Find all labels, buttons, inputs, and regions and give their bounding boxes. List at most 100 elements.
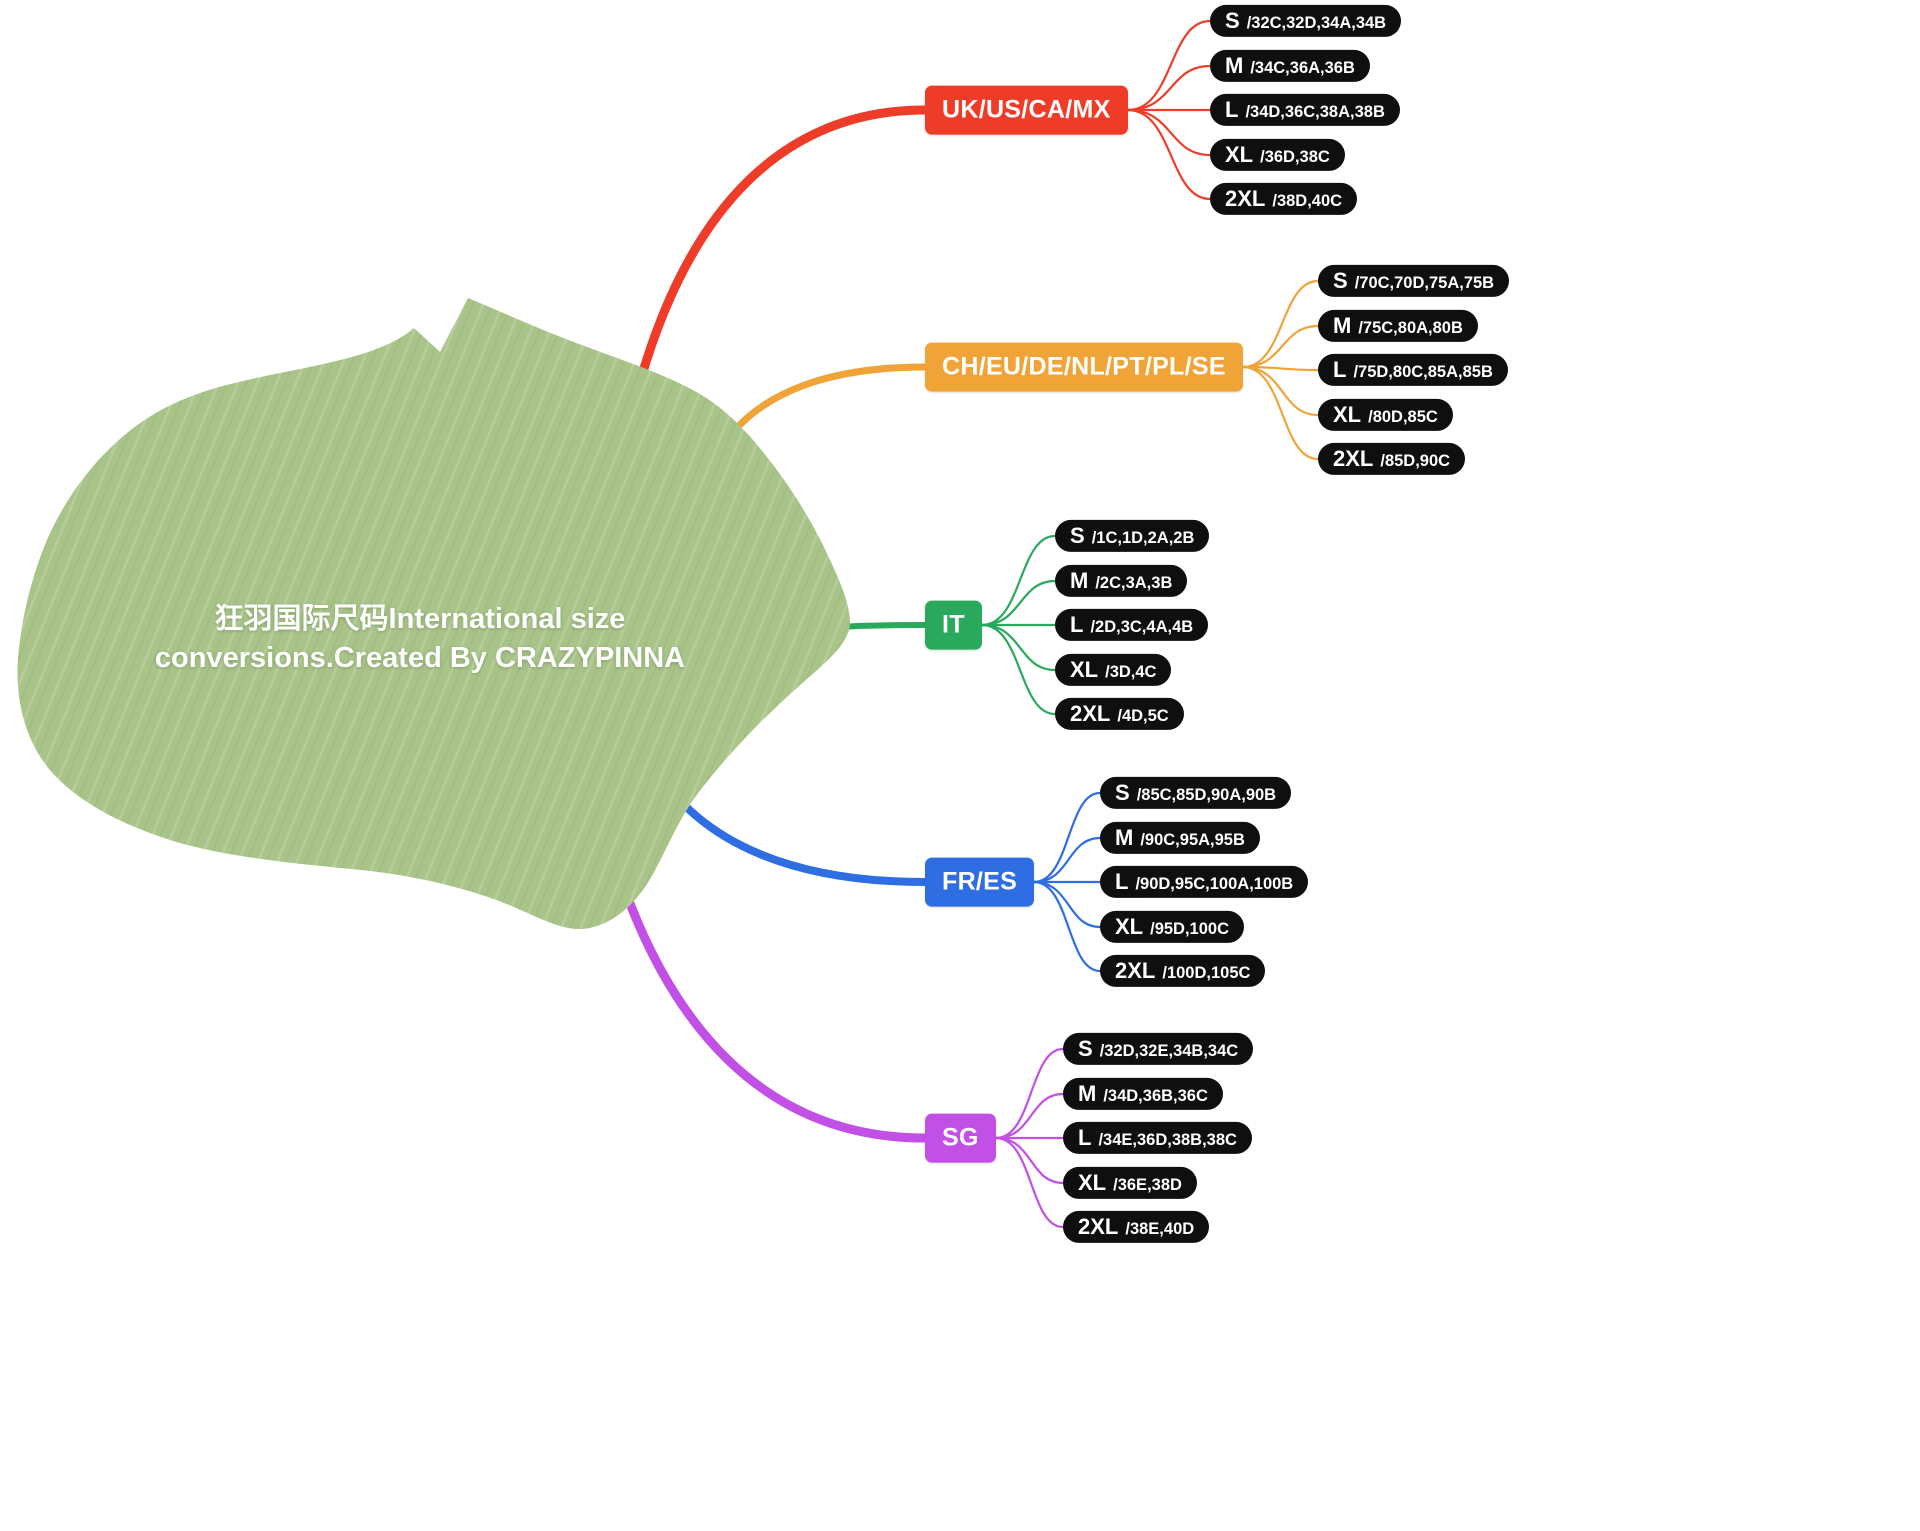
size-label: S xyxy=(1333,267,1348,293)
size-values: /38E,40D xyxy=(1125,1219,1195,1238)
connector-curve xyxy=(1241,279,1320,369)
connector-curve xyxy=(1032,791,1102,884)
connector-curve xyxy=(1032,880,1102,973)
size-label: L xyxy=(1225,96,1239,122)
root-topic-line1: 狂羽国际尺码International size xyxy=(214,603,626,635)
branch-node-fr-es[interactable]: FR/ES xyxy=(925,857,1035,907)
size-label: 2XL xyxy=(1225,185,1266,211)
size-node-uk-us-ca-mx-s[interactable]: S/32C,32D,34A,34B xyxy=(1210,4,1402,38)
size-node-ch-eu-de-nl-pt-pl-se-2xl[interactable]: 2XL/85D,90C xyxy=(1318,442,1466,476)
root-topic[interactable]: 狂羽国际尺码International size conversions.Cre… xyxy=(90,600,750,678)
size-label: XL xyxy=(1115,913,1144,939)
connector-curve xyxy=(980,623,1057,672)
size-values: /36D,38C xyxy=(1260,147,1330,166)
size-values: /2C,3A,3B xyxy=(1095,573,1173,592)
size-label: 2XL xyxy=(1078,1213,1119,1239)
size-node-uk-us-ca-mx-2xl[interactable]: 2XL/38D,40C xyxy=(1210,182,1358,216)
size-node-uk-us-ca-mx-l[interactable]: L/34D,36C,38A,38B xyxy=(1210,93,1400,127)
size-node-sg-s[interactable]: S/32D,32E,34B,34C xyxy=(1063,1032,1254,1066)
size-node-it-l[interactable]: L/2D,3C,4A,4B xyxy=(1055,608,1209,642)
size-values: /90C,95A,95B xyxy=(1140,830,1245,849)
size-label: M xyxy=(1225,52,1244,78)
connector-curve xyxy=(1241,365,1320,461)
connector-curve xyxy=(1241,365,1320,417)
size-label: S xyxy=(1070,522,1085,548)
branch-curve xyxy=(625,105,930,425)
size-node-sg-l[interactable]: L/34E,36D,38B,38C xyxy=(1063,1121,1252,1155)
connector-curve xyxy=(994,1047,1065,1140)
size-node-fr-es-xl[interactable]: XL/95D,100C xyxy=(1100,910,1245,943)
connector-curve xyxy=(1241,324,1320,369)
size-label: XL xyxy=(1070,656,1099,682)
size-values: /4D,5C xyxy=(1117,706,1169,725)
size-label: S xyxy=(1225,7,1240,33)
branch-node-it[interactable]: IT xyxy=(925,600,982,650)
size-node-fr-es-s[interactable]: S/85C,85D,90A,90B xyxy=(1100,776,1292,810)
size-values: /90D,95C,100A,100B xyxy=(1135,874,1294,893)
size-node-sg-xl[interactable]: XL/36E,38D xyxy=(1063,1166,1197,1199)
size-label: S xyxy=(1078,1035,1093,1061)
size-label: XL xyxy=(1333,401,1362,427)
size-node-it-2xl[interactable]: 2XL/4D,5C xyxy=(1055,697,1184,731)
size-node-fr-es-2xl[interactable]: 2XL/100D,105C xyxy=(1100,954,1266,988)
size-node-ch-eu-de-nl-pt-pl-se-m[interactable]: M/75C,80A,80B xyxy=(1318,309,1478,342)
connector-curve xyxy=(1126,64,1212,112)
connector-curve xyxy=(1126,108,1212,157)
size-label: M xyxy=(1115,824,1134,850)
size-node-it-xl[interactable]: XL/3D,4C xyxy=(1055,653,1172,686)
size-label: M xyxy=(1333,312,1352,338)
size-values: /85D,90C xyxy=(1380,451,1451,470)
size-values: /75D,80C,85A,85B xyxy=(1353,362,1493,381)
branch-node-sg[interactable]: SG xyxy=(925,1113,996,1163)
size-values: /95D,100C xyxy=(1150,919,1230,938)
size-values: /38D,40C xyxy=(1272,191,1343,210)
size-label: L xyxy=(1115,868,1129,894)
size-node-fr-es-l[interactable]: L/90D,95C,100A,100B xyxy=(1100,865,1309,899)
branch-node-ch-eu-de-nl-pt-pl-se[interactable]: CH/EU/DE/NL/PT/PL/SE xyxy=(925,342,1243,392)
size-node-sg-m[interactable]: M/34D,36B,36C xyxy=(1063,1077,1223,1110)
size-label: 2XL xyxy=(1070,700,1111,726)
size-node-ch-eu-de-nl-pt-pl-se-xl[interactable]: XL/80D,85C xyxy=(1318,398,1453,431)
connector-curve xyxy=(994,1092,1065,1140)
size-label: XL xyxy=(1225,141,1254,167)
size-values: /100D,105C xyxy=(1162,963,1251,982)
size-node-fr-es-m[interactable]: M/90C,95A,95B xyxy=(1100,821,1260,854)
size-node-it-s[interactable]: S/1C,1D,2A,2B xyxy=(1055,519,1210,553)
root-topic-line2: conversions.Created By CRAZYPINNA xyxy=(154,642,686,674)
size-values: /3D,4C xyxy=(1105,662,1157,681)
size-values: /2D,3C,4A,4B xyxy=(1090,617,1194,636)
size-node-it-m[interactable]: M/2C,3A,3B xyxy=(1055,564,1188,597)
size-node-ch-eu-de-nl-pt-pl-se-l[interactable]: L/75D,80C,85A,85B xyxy=(1318,353,1508,387)
size-values: /1C,1D,2A,2B xyxy=(1091,528,1195,547)
connector-curve xyxy=(1126,108,1212,201)
size-values: /80D,85C xyxy=(1368,407,1438,426)
size-label: 2XL xyxy=(1115,957,1156,983)
size-label: M xyxy=(1070,567,1089,593)
size-values: /85C,85D,90A,90B xyxy=(1136,785,1277,804)
size-label: L xyxy=(1070,611,1084,637)
size-node-uk-us-ca-mx-m[interactable]: M/34C,36A,36B xyxy=(1210,49,1370,82)
size-node-uk-us-ca-mx-xl[interactable]: XL/36D,38C xyxy=(1210,138,1345,171)
size-values: /34C,36A,36B xyxy=(1250,58,1355,77)
size-values: /32D,32E,34B,34C xyxy=(1099,1041,1239,1060)
connector-curve xyxy=(1241,365,1320,372)
branch-node-uk-us-ca-mx[interactable]: UK/US/CA/MX xyxy=(925,85,1128,135)
connector-curve xyxy=(1126,19,1212,112)
connector-curve xyxy=(980,579,1057,627)
size-label: S xyxy=(1115,779,1130,805)
size-values: /32C,32D,34A,34B xyxy=(1246,13,1387,32)
size-values: /34D,36C,38A,38B xyxy=(1245,102,1385,121)
connector-curve xyxy=(994,1136,1065,1229)
size-values: /75C,80A,80B xyxy=(1358,318,1463,337)
connector-curve xyxy=(980,534,1057,627)
size-label: L xyxy=(1078,1124,1092,1150)
size-label: L xyxy=(1333,356,1347,382)
size-values: /34D,36B,36C xyxy=(1103,1086,1208,1105)
size-label: M xyxy=(1078,1080,1097,1106)
size-values: /70C,70D,75A,75B xyxy=(1354,273,1495,292)
size-node-ch-eu-de-nl-pt-pl-se-s[interactable]: S/70C,70D,75A,75B xyxy=(1318,264,1510,298)
size-label: 2XL xyxy=(1333,445,1374,471)
size-node-sg-2xl[interactable]: 2XL/38E,40D xyxy=(1063,1210,1210,1244)
